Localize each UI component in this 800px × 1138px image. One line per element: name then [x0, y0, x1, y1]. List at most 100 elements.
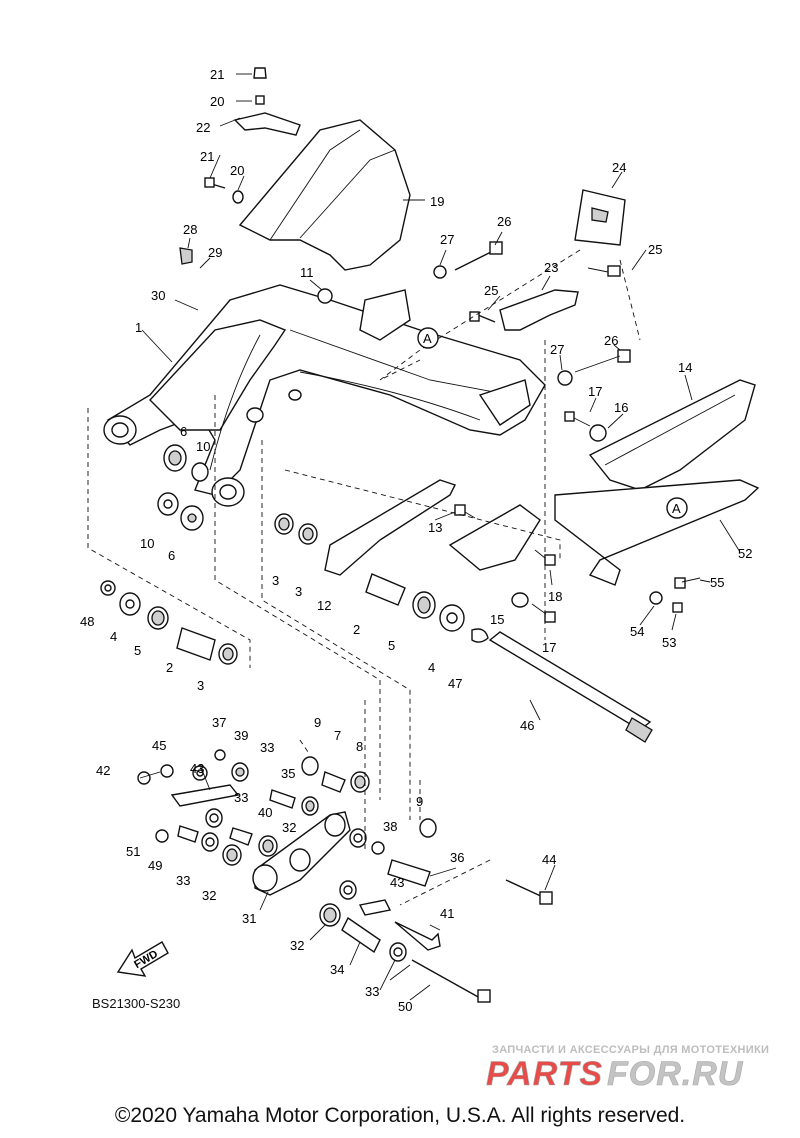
callout: 23 — [544, 260, 558, 275]
callout: 32 — [202, 888, 216, 903]
callout: 53 — [662, 635, 676, 650]
callout: 9 — [314, 715, 321, 730]
fwd-arrow-icon: FWD — [116, 941, 169, 977]
callout: 41 — [440, 906, 454, 921]
callout: 27 — [550, 342, 564, 357]
chain-slider-12 — [324, 479, 456, 576]
callout: 9 — [416, 794, 423, 809]
linkage-assembly — [137, 749, 553, 1003]
watermark-logo: PARTS FOR.RU — [486, 1055, 744, 1094]
callout: 37 — [212, 715, 226, 730]
ref-marker-a-lower — [666, 497, 688, 519]
callout: 33 — [260, 740, 274, 755]
rear-mudguard — [238, 119, 411, 271]
callout: 18 — [548, 589, 562, 604]
leader-lines — [139, 73, 741, 1001]
callout: 4 — [110, 629, 117, 644]
callout: 54 — [630, 624, 644, 639]
callout: 26 — [497, 214, 511, 229]
copyright-notice: ©2020 Yamaha Motor Corporation, U.S.A. A… — [114, 1104, 686, 1127]
callout-labels: 21 20 22 21 20 19 24 26 27 25 28 29 11 2… — [80, 67, 752, 1014]
callout: 2 — [166, 660, 173, 675]
callout: 51 — [126, 844, 140, 859]
callout: 13 — [428, 520, 442, 535]
callout: 47 — [448, 676, 462, 691]
callout: 7 — [334, 728, 341, 743]
callout: 16 — [614, 400, 628, 415]
callout: 48 — [80, 614, 94, 629]
callout: 35 — [281, 766, 295, 781]
callout: 3 — [295, 584, 302, 599]
callout: 33 — [176, 873, 190, 888]
svg-text:FOR.RU: FOR.RU — [607, 1055, 744, 1093]
callout: 5 — [134, 643, 141, 658]
diagram-code: BS21300-S230 — [92, 996, 181, 1011]
right-pivot-parts — [157, 444, 489, 643]
callout: 3 — [272, 573, 279, 588]
fwd-label: FWD — [132, 948, 160, 971]
callout: 27 — [440, 232, 454, 247]
callout: A — [672, 501, 681, 516]
callout: 10 — [140, 536, 154, 551]
callout: 24 — [612, 160, 626, 175]
callout: 39 — [234, 728, 248, 743]
callout: 43 — [390, 875, 404, 890]
bracket-23 — [499, 289, 579, 331]
callout: 45 — [152, 738, 166, 753]
callout: 32 — [282, 820, 296, 835]
bracket-22 — [233, 112, 301, 136]
callout: 2 — [353, 622, 360, 637]
callout: 20 — [230, 163, 244, 178]
callout: 10 — [196, 439, 210, 454]
callout: 11 — [300, 265, 314, 280]
callout: 1 — [135, 320, 142, 335]
callout: 3 — [197, 678, 204, 693]
chain-guide-plate — [448, 504, 541, 571]
callout: 8 — [356, 739, 363, 754]
callout: 20 — [210, 94, 224, 109]
callout: 26 — [604, 333, 618, 348]
callout: 43 — [190, 761, 204, 776]
lower-right-bolts — [454, 504, 701, 623]
watermark-tagline: ЗАПЧАСТИ И АКСЕССУАРЫ ДЛЯ МОТОТЕХНИКИ — [492, 1044, 770, 1056]
callout: 4 — [428, 660, 435, 675]
callout: 40 — [258, 805, 272, 820]
callout: 21 — [210, 67, 224, 82]
callout: 25 — [648, 242, 662, 257]
callout: 44 — [542, 852, 556, 867]
callout: 5 — [388, 638, 395, 653]
chain-guard-52 — [554, 479, 760, 586]
callout: 33 — [365, 984, 379, 999]
callout: 21 — [200, 149, 214, 164]
callout: 50 — [398, 999, 412, 1014]
callout: 17 — [542, 640, 556, 655]
callout: 25 — [484, 283, 498, 298]
callout: 15 — [490, 612, 504, 627]
pivot-shaft-46 — [488, 631, 653, 743]
plate-24 — [574, 189, 626, 246]
svg-text:PARTS: PARTS — [486, 1055, 603, 1093]
left-pivot-parts — [100, 580, 238, 665]
callout: 34 — [330, 962, 344, 977]
ref-marker-a-upper — [417, 327, 439, 349]
callout: 14 — [678, 360, 692, 375]
callout: 33 — [234, 790, 248, 805]
upper-bolts — [179, 67, 631, 442]
callout: 29 — [208, 245, 222, 260]
callout: 36 — [450, 850, 464, 865]
callout: 42 — [96, 763, 110, 778]
callout: 22 — [196, 120, 210, 135]
callout: 19 — [430, 194, 444, 209]
callout: 28 — [183, 222, 197, 237]
callout: 46 — [520, 718, 534, 733]
callout: 17 — [588, 384, 602, 399]
callout: 49 — [148, 858, 162, 873]
callout: 31 — [242, 911, 256, 926]
callout: 12 — [317, 598, 331, 613]
callout: 6 — [168, 548, 175, 563]
callout: 52 — [738, 546, 752, 561]
callout: A — [423, 331, 432, 346]
reference-lines — [87, 249, 641, 906]
callout: 32 — [290, 938, 304, 953]
